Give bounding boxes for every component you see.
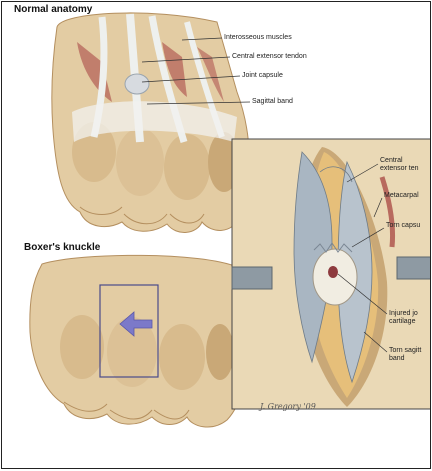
label-central-extensor-b: extensor ten <box>380 165 419 173</box>
label-injured-joint-a: Injured jo <box>389 310 418 318</box>
label-sagittal-band: Sagittal band <box>252 98 293 106</box>
label-central-extensor-tendon: Central extensor tendon <box>232 53 307 61</box>
label-central-extensor-a: Central <box>380 157 403 165</box>
label-torn-capsule: Torn capsu <box>386 222 420 230</box>
label-interosseous-muscles: Interosseous muscles <box>224 34 292 42</box>
label-torn-sagittal-a: Torn sagitt <box>389 347 421 355</box>
normal-anatomy-heading: Normal anatomy <box>14 4 92 15</box>
surgical-inset-drawing <box>232 139 431 409</box>
artist-signature: J. Gregory '09 <box>260 402 316 411</box>
boxers-knuckle-heading: Boxer's knuckle <box>24 242 100 253</box>
label-joint-capsule: Joint capsule <box>242 72 283 80</box>
normal-hand-drawing <box>52 13 250 233</box>
boxer-hand-drawing <box>30 255 244 427</box>
label-injured-joint-b: cartilage <box>389 318 415 326</box>
label-torn-sagittal-b: band <box>389 355 405 363</box>
label-metacarpal: Metacarpal <box>384 192 419 200</box>
